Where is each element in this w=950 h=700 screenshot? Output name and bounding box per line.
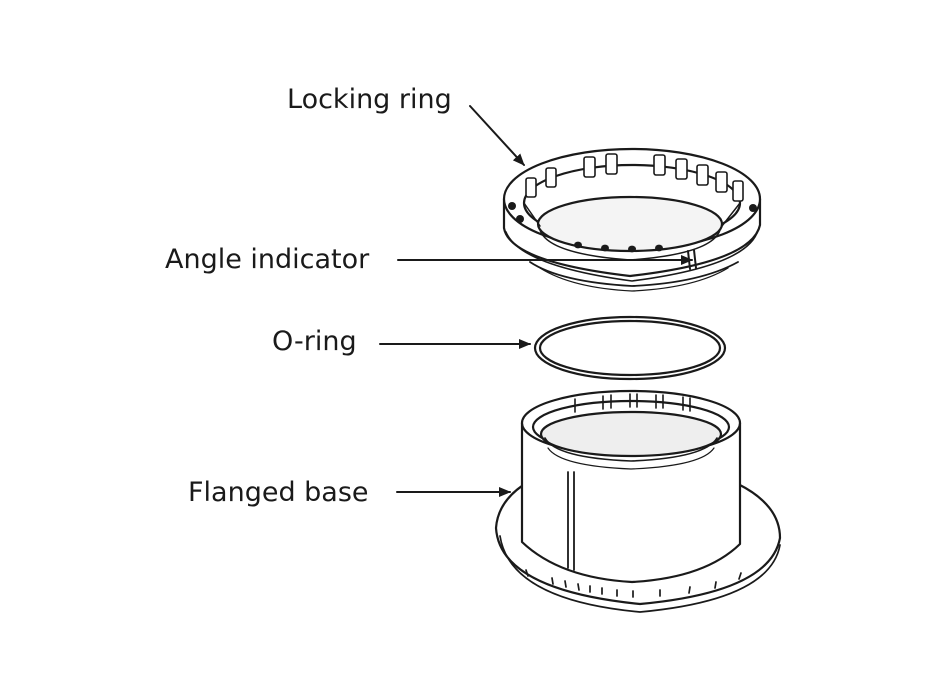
o-ring [533, 315, 727, 381]
locking-ring-label: Locking ring [287, 84, 452, 115]
leader-lines [379, 105, 693, 497]
flanged-base-label: Flanged base [188, 477, 369, 508]
o-ring-label: O-ring [272, 326, 357, 357]
locking-ring [502, 147, 762, 292]
flanged-base [494, 389, 782, 613]
locking-ring-leader [469, 105, 525, 166]
angle-indicator-label: Angle indicator [165, 244, 370, 275]
